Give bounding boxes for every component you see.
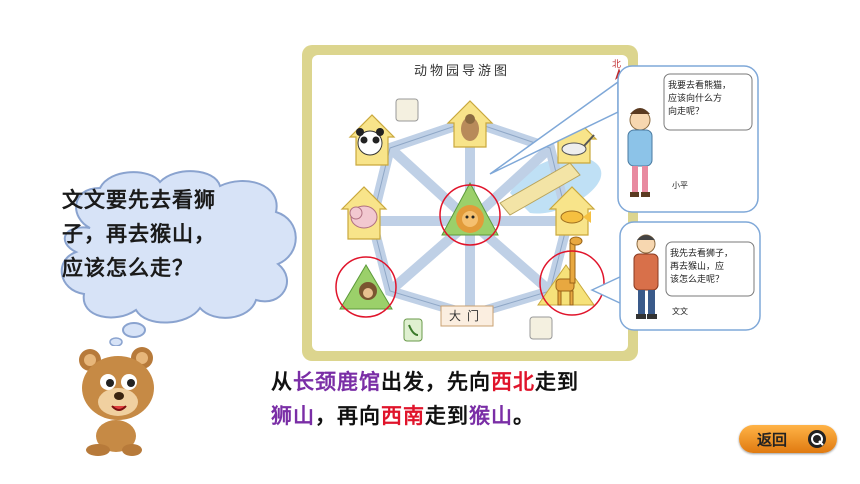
xiaoping-speech-line-3: 向走呢？ — [668, 107, 705, 117]
question-line-2: 子，再去猴山， — [62, 222, 216, 246]
bear-mascot-icon — [79, 347, 154, 456]
wenwen-callout — [590, 221, 761, 331]
panda-icon — [356, 128, 384, 156]
xiaoping-callout — [489, 65, 759, 213]
answer-line-1: 从长颈鹿馆出发，先向西北走到 — [271, 365, 711, 399]
wenwen-speech-line-2: 再去猴山，应 — [670, 262, 725, 272]
question-text: 文文要先去看狮 子，再去猴山， 应该怎么走？ — [62, 183, 272, 285]
xiaoping-figure-icon — [627, 108, 653, 197]
phone-sign-icon — [403, 318, 423, 342]
giraffe-icon — [555, 236, 583, 306]
fish-icon — [560, 210, 591, 224]
back-button-label: 返回 — [757, 431, 788, 449]
answer-monkey-hill: 猴山 — [469, 404, 513, 428]
xiaoping-speech-line-1: 我要去看熊猫， — [668, 81, 732, 91]
answer-start-text: 出发，先向 — [381, 370, 491, 394]
answer-walk-to-1: 走到 — [535, 370, 579, 394]
question-line-1: 文文要先去看狮 — [62, 188, 216, 212]
question-line-3: 应该怎么走？ — [62, 256, 194, 280]
answer-from: 从 — [271, 370, 293, 394]
answer-line-2: 狮山，再向西南走到猴山。 — [271, 399, 711, 433]
lion-icon — [456, 205, 484, 233]
answer-direction-northwest: 西北 — [491, 370, 535, 394]
xiaoping-speech: 我要去看熊猫， 应该向什么方 向走呢？ — [668, 80, 731, 119]
crane-icon — [561, 134, 595, 156]
answer-lion-hill: 狮山 — [271, 404, 315, 428]
wenwen-speech-line-1: 我先去看狮子， — [670, 249, 734, 259]
xiaoping-speech-line-2: 应该向什么方 — [668, 94, 723, 104]
lion-highlight-circle — [439, 184, 501, 246]
answer-then-text: ，再向 — [315, 404, 381, 428]
answer-period: 。 — [513, 404, 535, 428]
monkey-highlight-circle — [335, 256, 397, 318]
giraffe-highlight-circle — [539, 250, 605, 316]
gate-label: 大门 — [448, 309, 485, 323]
map-title: 动物园导游图 — [414, 64, 511, 79]
answer-direction-southwest: 西南 — [381, 404, 425, 428]
main-gate — [440, 305, 494, 327]
bridge — [499, 162, 581, 216]
wenwen-figure-icon — [633, 234, 659, 319]
toilet-sign-icon-2 — [529, 316, 553, 340]
zoo-map — [302, 45, 638, 361]
answer-giraffe-hall: 长颈鹿馆 — [293, 370, 381, 394]
cloud-dot-small — [109, 337, 123, 346]
elephant-icon — [349, 205, 378, 229]
toilet-sign-icon — [395, 98, 419, 122]
wenwen-speech-line-3: 该怎么走呢？ — [670, 275, 725, 285]
monkey-icon — [359, 282, 377, 300]
north-label: 北 — [612, 60, 622, 70]
answer-walk-to-2: 走到 — [425, 404, 469, 428]
back-button[interactable]: 返回 — [739, 425, 837, 453]
answer-text: 从长颈鹿馆出发，先向西北走到 狮山，再向西南走到猴山。 — [271, 365, 711, 433]
wenwen-speech: 我先去看狮子， 再去猴山，应 该怎么走呢？ — [670, 248, 733, 287]
back-circle-icon — [808, 430, 826, 448]
cloud-dot-large — [122, 322, 146, 338]
xiaoping-name: 小平 — [672, 181, 688, 190]
wenwen-name: 文文 — [672, 307, 688, 316]
thought-cloud — [60, 170, 297, 346]
bird-icon — [461, 114, 479, 141]
